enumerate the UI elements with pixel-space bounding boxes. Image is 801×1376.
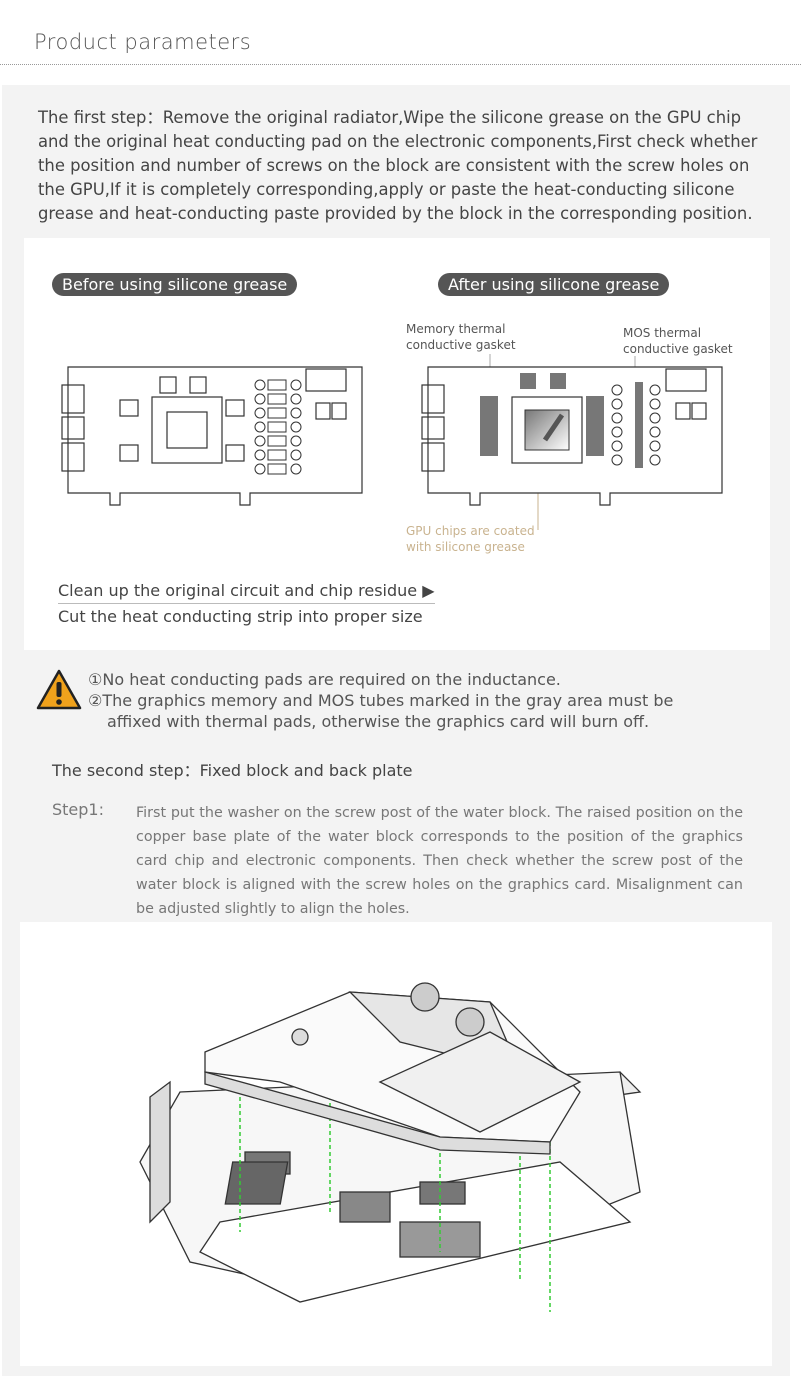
warning-line-2: ②The graphics memory and MOS tubes marke… [88, 691, 674, 710]
step-one-text: The first step：Remove the original radia… [38, 108, 758, 223]
step1-text: First put the washer on the screw post o… [136, 805, 743, 917]
divider [0, 64, 801, 65]
warning-line-3: affixed with thermal pads, otherwise the… [107, 712, 650, 731]
step1-label: Step1: [52, 800, 104, 819]
exploded-assembly-illustration [139, 982, 642, 1312]
step-two-title: The second step：Fixed block and back pla… [52, 761, 413, 780]
water-block-assembly-image [20, 922, 772, 1366]
before-label: Before using silicone grease [52, 273, 298, 296]
pcb-after-diagram [421, 354, 723, 530]
warning-line-1: ①No heat conducting pads are required on… [88, 670, 561, 689]
warning-icon [36, 669, 82, 710]
page-title: Product parameters [34, 30, 252, 54]
cut-instruction: Cut the heat conducting strip into prope… [58, 607, 423, 626]
play-triangle-icon: ▶ [422, 581, 435, 600]
pcb-before-diagram [61, 366, 363, 506]
clean-instruction: Clean up the original circuit and chip r… [58, 581, 435, 604]
after-label: After using silicone grease [438, 273, 670, 296]
